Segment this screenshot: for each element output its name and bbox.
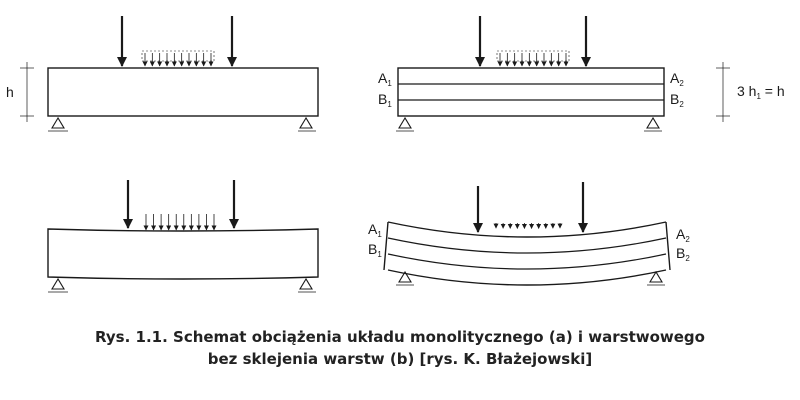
label-b2: B2	[670, 91, 684, 109]
layered-beam-unloaded	[396, 16, 730, 132]
label-a1-deflected: A1	[368, 221, 382, 239]
monolithic-beam-unloaded	[20, 16, 319, 132]
layered-beam-deflected	[383, 182, 671, 286]
label-a2-deflected: A2	[676, 226, 690, 244]
monolithic-beam-deflected	[47, 180, 319, 293]
label-h: h	[6, 84, 14, 100]
label-a2: A2	[670, 70, 684, 88]
caption-line-2: bez sklejenia warstw (b) [rys. K. Błażej…	[207, 350, 593, 368]
label-b1: B1	[378, 91, 392, 109]
figure-caption: Rys. 1.1. Schemat obciążenia układu mono…	[0, 326, 800, 370]
label-a1: A1	[378, 70, 392, 88]
label-b1-deflected: B1	[368, 241, 382, 259]
beam-loading-diagram: h A1 B1 A2 B2 3 h1 = h	[6, 16, 785, 293]
caption-line-1: Rys. 1.1. Schemat obciążenia układu mono…	[95, 328, 705, 346]
label-b2-deflected: B2	[676, 245, 690, 263]
label-3h1-equals-h: 3 h1 = h	[737, 83, 785, 101]
